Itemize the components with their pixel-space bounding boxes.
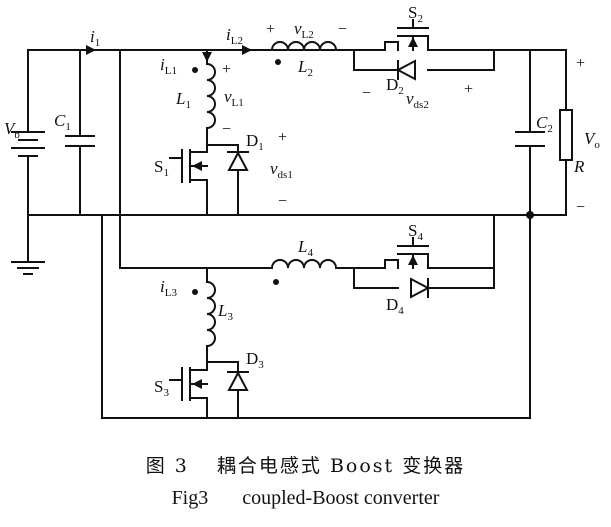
ground-symbol (11, 261, 45, 275)
junction-dot (526, 211, 534, 219)
diode-d3 (227, 370, 249, 391)
sign-minus-vds2: − (362, 85, 371, 102)
sign-plus-vds2: + (464, 81, 473, 98)
sign-minus-vo: − (576, 199, 585, 216)
label-l4: L4 (297, 237, 313, 259)
capacitor-c1 (65, 135, 95, 147)
label-d2: D2 (386, 75, 404, 97)
mosfet-s1 (169, 149, 208, 183)
label-vds1: vds1 (270, 159, 293, 181)
label-d1: D1 (246, 131, 264, 153)
label-s4: S4 (408, 221, 423, 243)
label-d3: D3 (246, 349, 264, 371)
dot-l1 (192, 67, 198, 73)
label-vo: Vo (584, 129, 600, 151)
label-s2: S2 (408, 3, 423, 25)
label-s3: S3 (154, 377, 169, 399)
label-d4: D4 (386, 295, 404, 317)
inductor-l2 (270, 41, 338, 52)
diode-d2 (395, 59, 416, 81)
label-l1: L1 (175, 89, 191, 111)
dot-l3 (192, 289, 198, 295)
caption-en-title: coupled-Boost converter (242, 487, 440, 509)
dot-l4 (273, 279, 279, 285)
label-s1: S1 (154, 157, 169, 179)
inductor-l3 (205, 280, 216, 348)
label-l2: L2 (297, 57, 313, 79)
diode-d1 (227, 150, 249, 171)
label-il3: iL3 (160, 277, 177, 299)
label-il2: iL2 (226, 25, 243, 47)
arrow-i1 (86, 45, 96, 55)
label-vl1: vL1 (224, 87, 244, 109)
sign-plus-vl1: + (222, 61, 231, 78)
wires (27, 49, 567, 419)
label-vds2: vds2 (406, 89, 429, 111)
mosfet-s2 (384, 19, 441, 51)
caption-cn-title: 耦合电感式 Boost 变换器 (216, 455, 466, 477)
caption-cn-fig: 图 3 (145, 455, 189, 477)
arrow-il2 (242, 45, 252, 55)
inductor-l4 (270, 259, 338, 270)
sign-minus-vl1: − (222, 121, 231, 138)
mosfet-s3 (169, 361, 208, 401)
inductor-l1 (205, 62, 216, 130)
label-r: R (573, 157, 585, 176)
capacitor-c2 (515, 131, 545, 147)
sign-plus-vl2: + (266, 21, 275, 38)
resistor-r (559, 109, 573, 161)
dot-l2 (275, 59, 281, 65)
diode-d4 (410, 277, 431, 299)
label-l3: L3 (217, 301, 233, 323)
label-c2: C2 (536, 113, 553, 135)
label-vl2: vL2 (294, 19, 314, 41)
sign-plus-vo: + (576, 55, 585, 72)
sign-plus-vds1: + (278, 129, 287, 146)
label-vb: Vb (4, 119, 20, 141)
battery-vb (11, 131, 45, 157)
arrow-il1 (202, 52, 212, 62)
sign-minus-vl2: − (338, 21, 347, 38)
caption-en-fig: Fig3 (171, 487, 209, 509)
label-i1: i1 (90, 27, 100, 49)
caption-english: Fig3 coupled-Boost converter (0, 487, 611, 510)
caption-chinese: 图 3 耦合电感式 Boost 变换器 (0, 451, 611, 478)
mosfet-s4 (384, 237, 441, 269)
label-c1: C1 (54, 111, 71, 133)
label-il1: iL1 (160, 55, 177, 77)
sign-minus-vds1: − (278, 193, 287, 210)
